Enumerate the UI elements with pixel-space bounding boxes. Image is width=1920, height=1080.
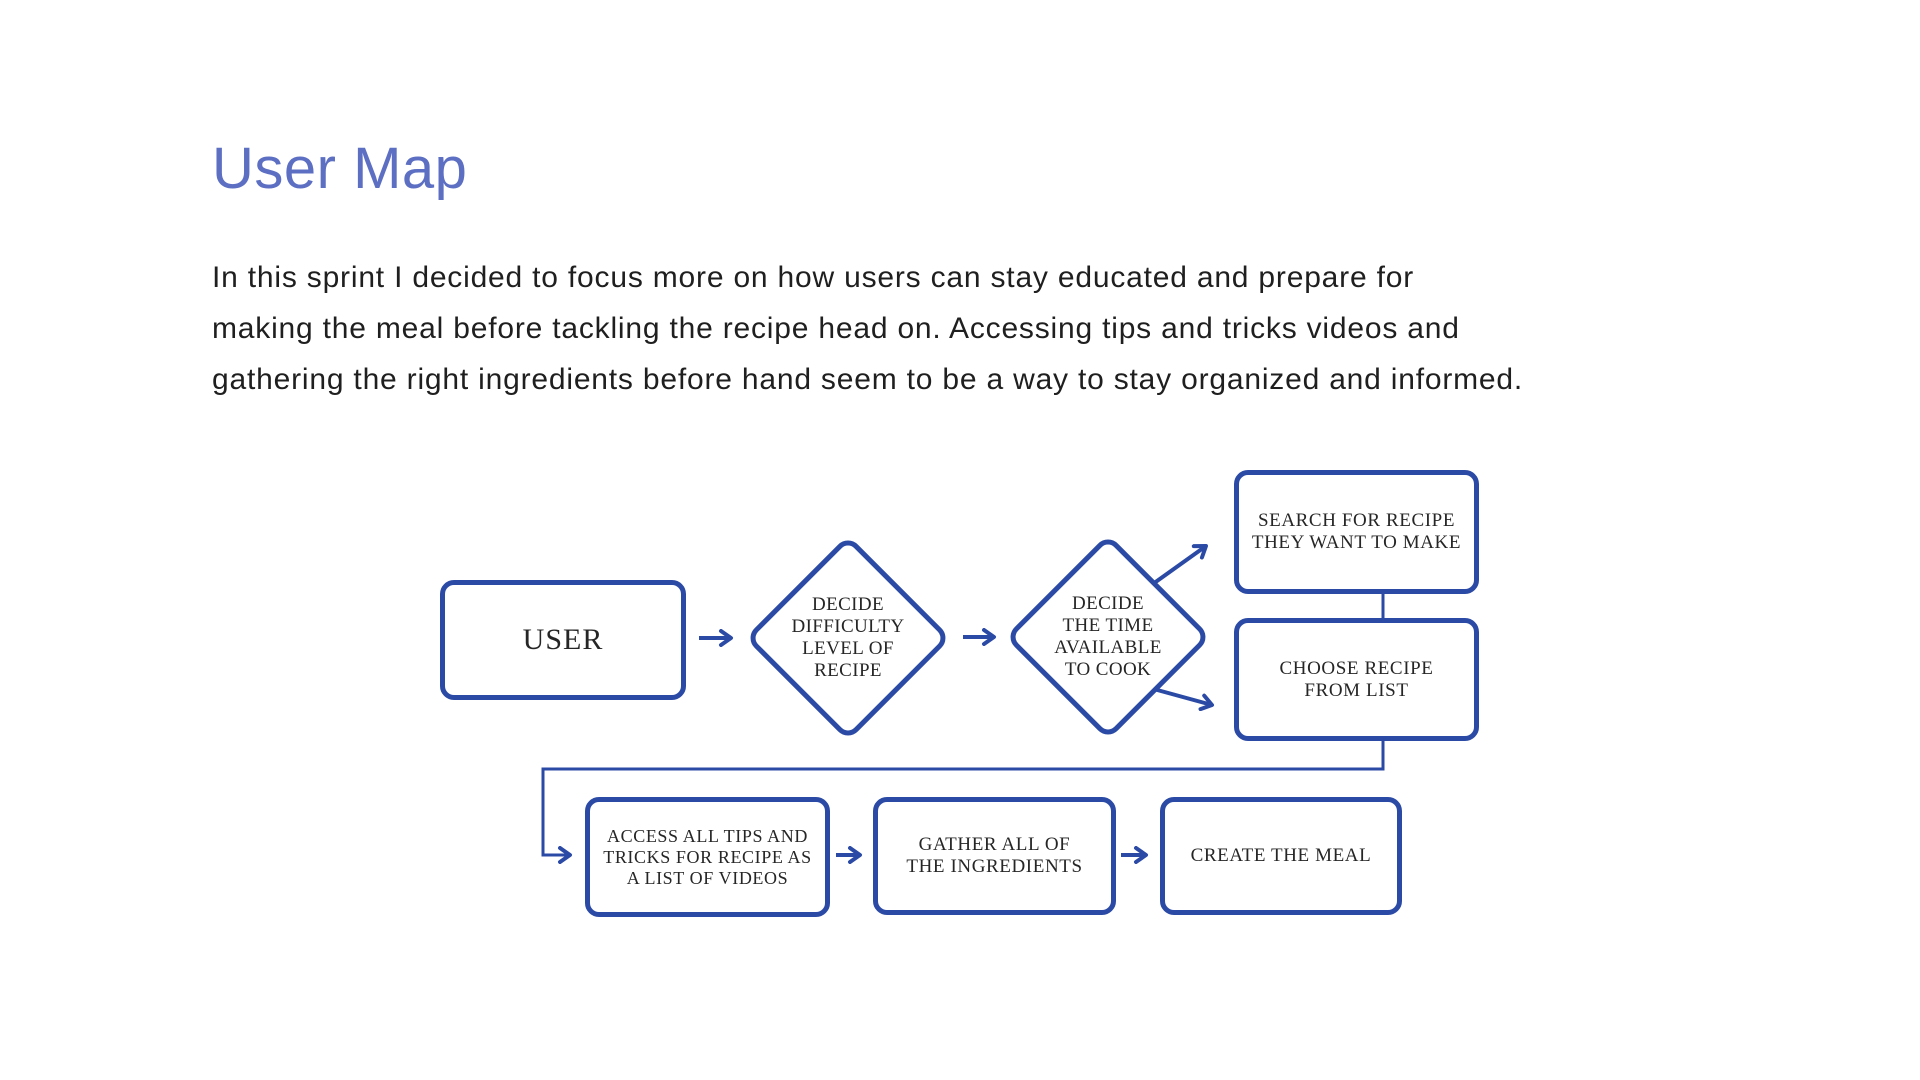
page-description: In this sprint I decided to focus more o… [212, 261, 1524, 396]
arrow-decide-time-to-choose-recipe [1149, 686, 1214, 712]
flow-node-search-recipe: SEARCH FOR RECIPE THEY WANT TO MAKE [1234, 470, 1479, 594]
page-title: User Map [212, 135, 468, 201]
flow-node-create-meal: CREATE THE MEAL [1160, 797, 1402, 915]
flow-node-decide-difficulty-label: DECIDE DIFFICULTY LEVEL OF RECIPE [791, 594, 905, 681]
flow-node-decide-time-label: DECIDE THE TIME AVAILABLE TO COOK [1054, 593, 1162, 680]
flow-node-choose-recipe: CHOOSE RECIPE FROM LIST [1234, 618, 1479, 741]
flow-node-gather-ingredients: GATHER ALL OF THE INGREDIENTS [873, 797, 1116, 915]
arrow-decide-time-to-search-recipe [1148, 544, 1208, 588]
flow-node-user: USER [440, 580, 686, 700]
flow-node-access-tips: ACCESS ALL TIPS AND TRICKS FOR RECIPE AS… [585, 797, 830, 917]
